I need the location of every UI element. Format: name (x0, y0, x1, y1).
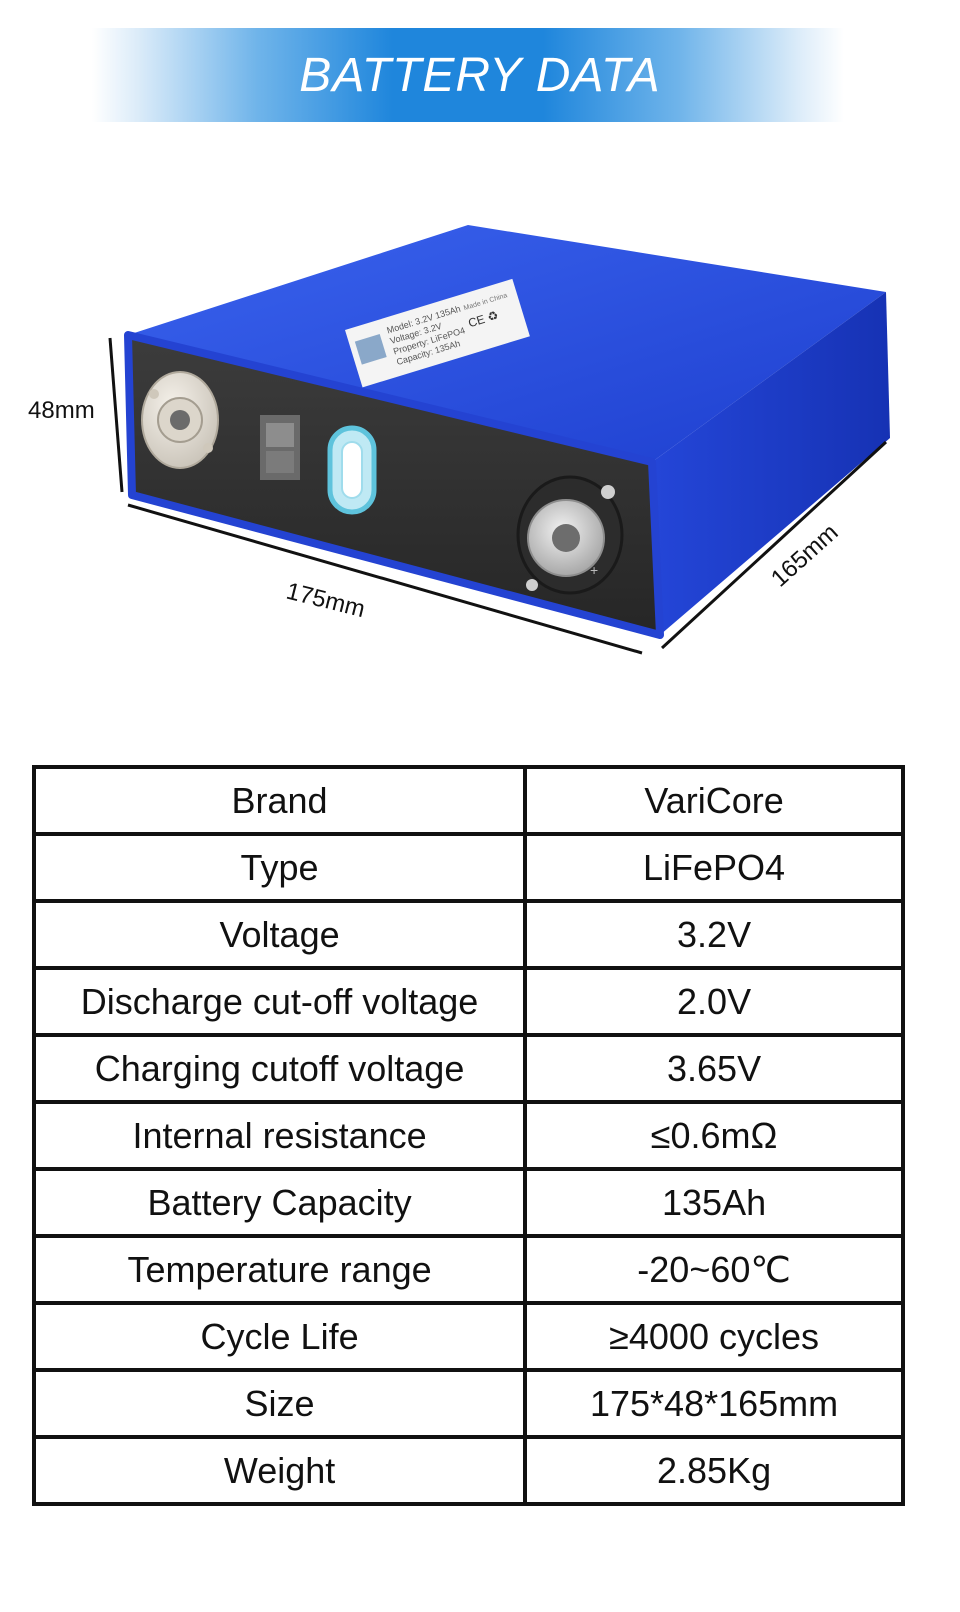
spec-value: VariCore (523, 765, 905, 836)
table-row: Cycle Life ≥4000 cycles (31, 1301, 905, 1372)
spec-label: Voltage (31, 899, 528, 970)
battery-cell-illustration: Model: 3.2V 135Ah Voltage: 3.2V Property… (28, 225, 890, 655)
spec-label: Internal resistance (31, 1100, 528, 1171)
spec-label: Discharge cut-off voltage (31, 966, 528, 1037)
battery-spec-table: Brand VariCore Type LiFePO4 Voltage 3.2V… (31, 765, 905, 1506)
length-dimension-label: 175mm (284, 578, 368, 624)
table-row: Internal resistance ≤0.6mΩ (31, 1100, 905, 1171)
svg-text:+: + (590, 562, 598, 578)
table-row: Weight 2.85Kg (31, 1435, 905, 1506)
table-row: Voltage 3.2V (31, 899, 905, 970)
cell-label-sticker: Model: 3.2V 135Ah Voltage: 3.2V Property… (345, 278, 530, 388)
negative-terminal-icon (141, 371, 219, 469)
spec-value: ≤0.6mΩ (523, 1100, 905, 1171)
spec-label: Size (31, 1368, 528, 1439)
safety-vent-icon (327, 425, 377, 515)
spec-value: ≥4000 cycles (523, 1301, 905, 1372)
spec-value: 175*48*165mm (523, 1368, 905, 1439)
spec-value: LiFePO4 (523, 832, 905, 903)
spec-value: 2.85Kg (523, 1435, 905, 1506)
spec-value: 135Ah (523, 1167, 905, 1238)
table-row: Type LiFePO4 (31, 832, 905, 903)
table-row: Temperature range -20~60℃ (31, 1234, 905, 1305)
spec-label: Temperature range (31, 1234, 528, 1305)
dimension-lines (108, 337, 888, 655)
battery-top-face (128, 225, 886, 462)
table-row: Charging cutoff voltage 3.65V (31, 1033, 905, 1104)
qr-code-icon (260, 415, 300, 480)
page-title: BATTERY DATA (299, 49, 661, 102)
spec-label: Cycle Life (31, 1301, 528, 1372)
spec-label: Battery Capacity (31, 1167, 528, 1238)
spec-value: -20~60℃ (523, 1234, 905, 1305)
height-dimension-label: 48mm (28, 397, 95, 424)
title-banner (92, 28, 844, 122)
table-row: Brand VariCore (31, 765, 905, 836)
spec-value: 2.0V (523, 966, 905, 1037)
positive-terminal-icon: + (516, 475, 624, 595)
table-row: Discharge cut-off voltage 2.0V (31, 966, 905, 1037)
battery-side-face (652, 292, 890, 635)
spec-value: 3.2V (523, 899, 905, 970)
table-row: Size 175*48*165mm (31, 1368, 905, 1439)
table-row: Battery Capacity 135Ah (31, 1167, 905, 1238)
spec-label: Type (31, 832, 528, 903)
spec-label: Charging cutoff voltage (31, 1033, 528, 1104)
spec-label: Weight (31, 1435, 528, 1506)
spec-value: 3.65V (523, 1033, 905, 1104)
spec-label: Brand (31, 765, 528, 836)
